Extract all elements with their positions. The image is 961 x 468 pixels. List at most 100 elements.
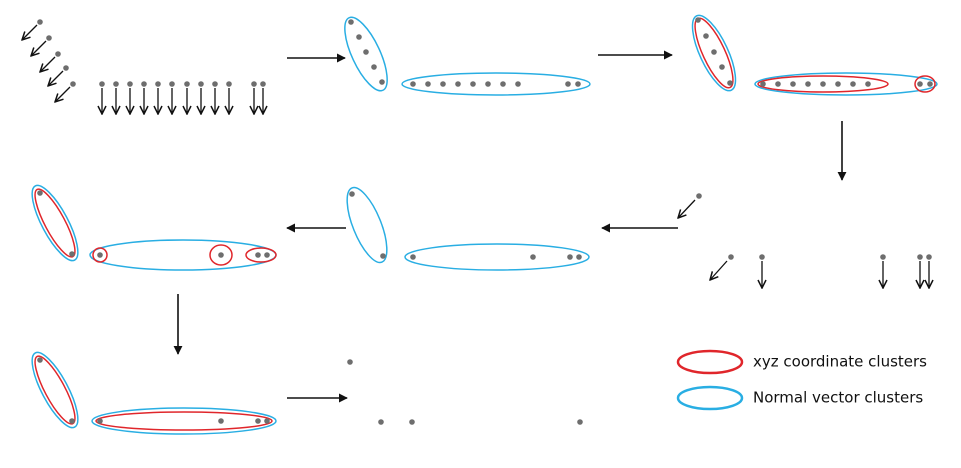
normal-vector-arrow xyxy=(22,24,38,40)
point xyxy=(264,418,270,424)
point xyxy=(790,81,796,87)
point xyxy=(349,191,355,197)
stage-1-points-with-normals xyxy=(22,19,266,114)
normal-cluster-ellipse xyxy=(89,239,277,271)
normal-cluster-ellipse xyxy=(346,186,388,264)
point xyxy=(37,19,43,25)
point xyxy=(880,254,886,260)
normal-vector-arrow xyxy=(710,260,728,280)
point xyxy=(695,17,701,23)
point xyxy=(805,81,811,87)
point xyxy=(515,81,521,87)
point xyxy=(363,49,369,55)
point xyxy=(69,418,75,424)
point xyxy=(212,81,218,87)
point xyxy=(226,81,232,87)
point xyxy=(69,251,75,257)
point xyxy=(70,81,76,87)
normal-cluster-ellipse xyxy=(401,72,591,96)
point xyxy=(356,34,362,40)
point xyxy=(260,81,266,87)
point xyxy=(251,81,257,87)
normal-cluster-ellipse xyxy=(31,184,79,262)
blue-ellipse-icon xyxy=(676,385,744,411)
point xyxy=(46,35,52,41)
point xyxy=(63,65,69,71)
xyz-cluster-ellipse xyxy=(34,188,76,258)
point xyxy=(410,254,416,260)
point xyxy=(169,81,175,87)
point xyxy=(575,81,581,87)
point xyxy=(440,81,446,87)
point xyxy=(155,81,161,87)
point xyxy=(727,80,733,86)
normal-cluster-ellipse xyxy=(754,72,938,96)
xyz-cluster-ellipse xyxy=(34,355,76,425)
point xyxy=(348,19,354,25)
point xyxy=(865,81,871,87)
point xyxy=(378,419,384,425)
point xyxy=(379,79,385,85)
xyz-cluster-ellipse xyxy=(209,244,233,266)
point xyxy=(917,81,923,87)
point xyxy=(347,359,353,365)
legend: xyz coordinate clusters Normal vector cl… xyxy=(676,349,927,411)
point xyxy=(500,81,506,87)
point xyxy=(696,193,702,199)
point xyxy=(218,418,224,424)
point xyxy=(728,254,734,260)
point xyxy=(577,419,583,425)
point xyxy=(410,81,416,87)
stage-8-leftover-points xyxy=(347,359,583,425)
stage-3-xyz-clusters xyxy=(691,14,938,96)
point xyxy=(55,51,61,57)
point xyxy=(835,81,841,87)
normal-cluster-ellipse xyxy=(31,351,79,429)
point xyxy=(927,81,933,87)
normal-cluster-ellipse xyxy=(344,16,388,92)
flow-arrows xyxy=(173,50,847,403)
point xyxy=(97,252,103,258)
normal-vector-arrow xyxy=(678,199,696,218)
point xyxy=(37,357,43,363)
point xyxy=(760,81,766,87)
point xyxy=(926,254,932,260)
normal-vector-arrow xyxy=(40,56,56,72)
point xyxy=(255,252,261,258)
stage-7-final-clusters xyxy=(31,351,277,435)
point xyxy=(719,64,725,70)
stage-5-normal-clusters xyxy=(346,186,590,271)
xyz-cluster-ellipse xyxy=(914,75,936,93)
xyz-cluster-ellipse xyxy=(92,247,108,263)
point xyxy=(409,419,415,425)
xyz-cluster-ellipse xyxy=(757,75,889,93)
xyz-cluster-ellipse xyxy=(95,411,273,431)
point xyxy=(198,81,204,87)
normal-cluster-ellipse xyxy=(691,14,737,92)
point xyxy=(775,81,781,87)
stage-6-xyz-clusters xyxy=(31,184,277,271)
point xyxy=(218,252,224,258)
point xyxy=(371,64,377,70)
point xyxy=(711,49,717,55)
point xyxy=(97,418,103,424)
normal-vector-arrow xyxy=(31,40,47,56)
point xyxy=(127,81,133,87)
red-ellipse-icon xyxy=(676,349,744,375)
point xyxy=(99,81,105,87)
normal-cluster-ellipse xyxy=(404,243,590,271)
normal-cluster-ellipse xyxy=(91,407,277,435)
point xyxy=(255,418,261,424)
xyz-cluster-ellipse xyxy=(245,247,277,263)
point xyxy=(37,190,43,196)
point xyxy=(917,254,923,260)
point xyxy=(380,253,386,259)
point xyxy=(703,33,709,39)
point xyxy=(425,81,431,87)
point xyxy=(759,254,765,260)
point xyxy=(113,81,119,87)
point xyxy=(530,254,536,260)
point xyxy=(820,81,826,87)
point xyxy=(184,81,190,87)
